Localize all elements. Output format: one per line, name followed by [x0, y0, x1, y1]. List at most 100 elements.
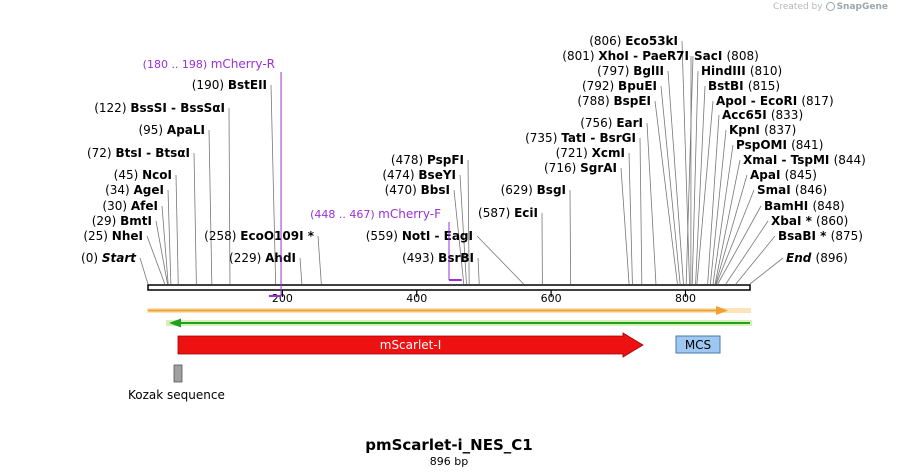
site-text: End (896)	[786, 251, 848, 265]
site-position: (810)	[750, 64, 782, 78]
site-leader	[709, 129, 727, 285]
site-text: (788) BspEI	[577, 94, 651, 108]
site-enzyme: NheI	[112, 229, 143, 243]
site-enzyme: Acc65I	[722, 108, 771, 122]
site-leader	[193, 152, 197, 285]
site-text: SmaI (846)	[757, 183, 827, 197]
site-text: XbaI * (860)	[771, 214, 848, 228]
site-position: (72)	[87, 146, 115, 160]
site-enzyme: AgeI	[134, 183, 164, 197]
site-leader	[208, 129, 213, 285]
site-label: SacI (808)	[694, 49, 759, 63]
site-enzyme: XcmI	[592, 146, 625, 160]
site-leader	[685, 55, 694, 285]
site-label: (806) Eco53kI	[589, 34, 678, 48]
site-leader	[477, 257, 480, 285]
site-position: (875)	[831, 229, 863, 243]
site-enzyme: NotI - EagI	[402, 229, 473, 243]
site-text: (735) TatI - BsrGI	[525, 131, 636, 145]
site-position: (845)	[785, 168, 817, 182]
site-leader	[299, 257, 303, 285]
site-text: (478) PspFI	[391, 153, 464, 167]
site-label: (587) EciI	[478, 206, 538, 220]
primer-name: mCherry-F	[378, 207, 441, 221]
site-leader	[725, 220, 769, 285]
site-label: (756) EarI	[580, 116, 643, 130]
site-enzyme: BglII	[633, 64, 664, 78]
site-label: (29) BmtI	[92, 214, 152, 228]
snapgene-logo-icon	[825, 2, 835, 11]
site-position: (30)	[102, 199, 130, 213]
site-text: (792) BpuEI	[582, 79, 657, 93]
site-text: (559) NotI - EagI	[366, 229, 473, 243]
site-enzyme: BstBI	[708, 79, 748, 93]
primer: (448 .. 467) mCherry-F	[310, 207, 441, 221]
site-leader	[707, 114, 720, 285]
site-label: XbaI * (860)	[771, 214, 848, 228]
site-leader	[317, 235, 322, 285]
site-label: (788) BspEI	[577, 94, 651, 108]
reverse-strand-arrowhead	[169, 318, 181, 328]
site-text: (30) AfeI	[102, 199, 158, 213]
site-position: (29)	[92, 214, 120, 228]
site-text: (801) XhoI - PaeR7I	[562, 49, 689, 63]
primer-name: mCherry-R	[211, 57, 275, 71]
mcs-feature-label: MCS	[685, 338, 711, 352]
site-text: (25) NheI	[83, 229, 143, 243]
site-enzyme: ApoI - EcoRI	[716, 94, 801, 108]
site-enzyme: AfeI	[131, 199, 158, 213]
site-leader	[735, 235, 776, 285]
site-enzyme: HindIII	[701, 64, 750, 78]
site-position: (735)	[525, 131, 561, 145]
site-enzyme: BspEI	[613, 94, 651, 108]
site-text: (45) NcoI	[114, 168, 172, 182]
site-enzyme: KpnI	[729, 123, 764, 137]
site-label: KpnI (837)	[729, 123, 796, 137]
site-text: (493) BsrBI	[402, 251, 474, 265]
site-position: (470)	[385, 183, 421, 197]
site-leader	[715, 174, 748, 285]
site-position: (716)	[544, 161, 580, 175]
sequence-backbone	[147, 284, 751, 291]
site-position: (797)	[597, 64, 633, 78]
site-label: ApoI - EcoRI (817)	[716, 94, 834, 108]
site-position: (474)	[382, 168, 418, 182]
kozak-feature-label: Kozak sequence	[128, 388, 225, 402]
site-label: (34) AgeI	[105, 183, 164, 197]
site-position: (190)	[192, 78, 228, 92]
site-text: (797) BglII	[597, 64, 664, 78]
site-leader	[712, 144, 734, 285]
site-enzyme: PspFI	[427, 153, 464, 167]
site-leader	[228, 107, 231, 285]
site-enzyme: BstEII	[228, 78, 267, 92]
site-enzyme: SacI	[694, 49, 727, 63]
ruler-label: 800	[675, 292, 696, 305]
site-text: (34) AgeI	[105, 183, 164, 197]
site-text: KpnI (837)	[729, 123, 796, 137]
site-leader	[639, 137, 643, 285]
site-enzyme: End	[786, 251, 816, 265]
site-label: (190) BstEII	[192, 78, 267, 92]
site-label: (721) XcmI	[556, 146, 625, 160]
site-leader	[628, 152, 633, 285]
site-leader	[175, 174, 179, 285]
site-text: PspOMI (841)	[736, 138, 823, 152]
site-position: (0)	[81, 251, 102, 265]
site-text: BstBI (815)	[708, 79, 780, 93]
site-position: (721)	[556, 146, 592, 160]
site-position: (808)	[727, 49, 759, 63]
site-text: (95) ApaLI	[138, 123, 205, 137]
credit-brand: SnapGene	[836, 2, 888, 12]
plasmid-length: 896 bp	[429, 455, 469, 468]
mscarlet-feature-arrow	[177, 332, 644, 358]
site-enzyme: BpuEI	[618, 79, 657, 93]
site-position: (587)	[478, 206, 514, 220]
site-position: (860)	[816, 214, 848, 228]
site-leader	[569, 189, 572, 285]
site-text: SacI (808)	[694, 49, 759, 63]
site-text: ApoI - EcoRI (817)	[716, 94, 834, 108]
site-label: End (896)	[786, 251, 848, 265]
forward-strand-arrowhead	[716, 306, 728, 315]
plasmid-title: pmScarlet-i_NES_C1	[365, 436, 533, 454]
